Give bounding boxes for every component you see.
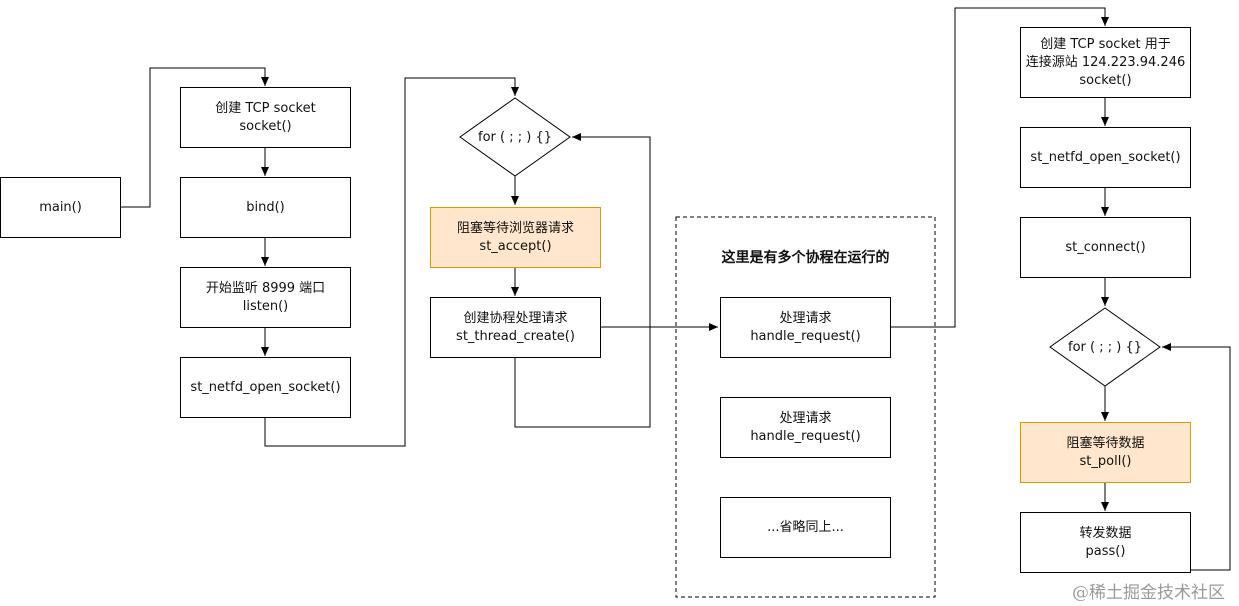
for-loop-label-1: for ( ; ; ) {}: [478, 129, 552, 145]
listen-node[interactable]: 开始监听 8999 端口 listen(): [180, 267, 351, 328]
edge-main-to-create-socket: [120, 67, 269, 208]
open-socket-node-1[interactable]: st_netfd_open_socket(): [180, 357, 351, 418]
for-loop-label-2: for ( ; ; ) {}: [1068, 339, 1142, 355]
handle-request-node-2[interactable]: 处理请求 handle_request(): [720, 397, 891, 458]
watermark: @稀土掘金技术社区: [1072, 583, 1225, 603]
edge-open-socket-to-for-loop: [264, 77, 519, 447]
upstream-socket-node[interactable]: 创建 TCP socket 用于 连接源站 124.223.94.246 soc…: [1020, 27, 1191, 98]
create-socket-node[interactable]: 创建 TCP socket socket(): [180, 87, 351, 148]
connect-node[interactable]: st_connect(): [1020, 217, 1191, 278]
poll-node[interactable]: 阻塞等待数据 st_poll(): [1020, 422, 1191, 483]
main-node[interactable]: main(): [0, 177, 121, 238]
bind-node[interactable]: bind(): [180, 177, 351, 238]
pass-node[interactable]: 转发数据 pass(): [1020, 512, 1191, 573]
accept-node[interactable]: 阻塞等待浏览器请求 st_accept(): [430, 207, 601, 268]
thread-create-node[interactable]: 创建协程处理请求 st_thread_create(): [430, 297, 601, 358]
edge-thread-create-loop-back: [514, 133, 651, 428]
edge-pass-loop-back: [1162, 343, 1231, 571]
edge-handle-to-upstream-socket: [890, 7, 1109, 328]
open-socket-node-2[interactable]: st_netfd_open_socket(): [1020, 127, 1191, 188]
omitted-node[interactable]: ...省略同上...: [720, 497, 891, 558]
coroutine-group-border: [675, 216, 936, 598]
coroutine-group-title: 这里是有多个协程在运行的: [721, 250, 890, 266]
handle-request-node-1[interactable]: 处理请求 handle_request(): [720, 297, 891, 358]
